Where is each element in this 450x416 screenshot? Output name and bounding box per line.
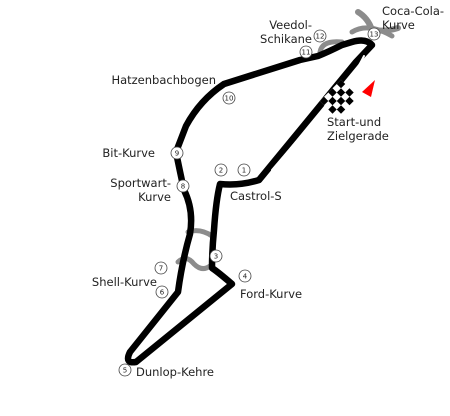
label-veedol-schikane: Veedol- [269, 18, 312, 32]
corner-number: 11 [302, 49, 311, 57]
corner-marker: 7 [154, 261, 168, 275]
corner-marker: 12 [313, 29, 327, 43]
corner-number: 4 [243, 273, 248, 281]
corner-number: 13 [370, 31, 379, 39]
corner-number: 2 [219, 167, 223, 175]
label-sportwart-kurve: Sportwart- [110, 176, 171, 190]
label-dunlop-kehre: Dunlop-Kehre [136, 365, 214, 379]
corner-marker: 1 [237, 163, 251, 177]
corner-number: 6 [160, 289, 165, 297]
corner-number: 8 [181, 183, 185, 191]
label-sportwart-kurve-2: Kurve [138, 190, 171, 204]
old-track-north-2 [349, 25, 395, 39]
corner-marker: 6 [155, 285, 169, 299]
label-shell-kurve: Shell-Kurve [92, 275, 157, 289]
corner-marker: 8 [176, 179, 190, 193]
label-veedol-schikane-2: Schikane [260, 32, 312, 46]
label-hatzenbachbogen: Hatzenbachbogen [111, 73, 216, 87]
old-track-veedol [317, 39, 345, 55]
direction-arrow-icon [362, 80, 375, 97]
corner-marker: 13 [367, 27, 381, 41]
chequered-flag-icon [319, 79, 358, 118]
corner-number: 5 [123, 367, 127, 375]
corner-marker: 4 [238, 269, 252, 283]
corner-number: 12 [316, 33, 325, 41]
corner-number: 3 [214, 253, 218, 261]
corner-number: 9 [175, 150, 179, 158]
corner-marker: 10 [222, 91, 236, 105]
label-coca-cola-kurve-2: Kurve [382, 18, 415, 32]
corner-marker: 11 [299, 45, 313, 59]
circuit-track [124, 37, 376, 366]
corner-marker: 9 [170, 146, 184, 160]
corner-number: 1 [242, 167, 246, 175]
corner-number: 10 [225, 95, 234, 103]
label-bit-kurve: Bit-Kurve [102, 146, 155, 160]
label-ford-kurve: Ford-Kurve [240, 287, 302, 301]
label-start-ziel: Start-und [327, 115, 381, 129]
label-coca-cola-kurve: Coca-Cola- [382, 4, 444, 18]
corner-number: 7 [159, 265, 163, 273]
corner-marker: 5 [118, 363, 132, 377]
label-castrol-s: Castrol-S [230, 189, 282, 203]
label-start-ziel-2: Zielgerade [327, 129, 389, 143]
pit-lane [271, 55, 365, 171]
corner-marker: 3 [209, 249, 223, 263]
corner-marker: 2 [214, 163, 228, 177]
